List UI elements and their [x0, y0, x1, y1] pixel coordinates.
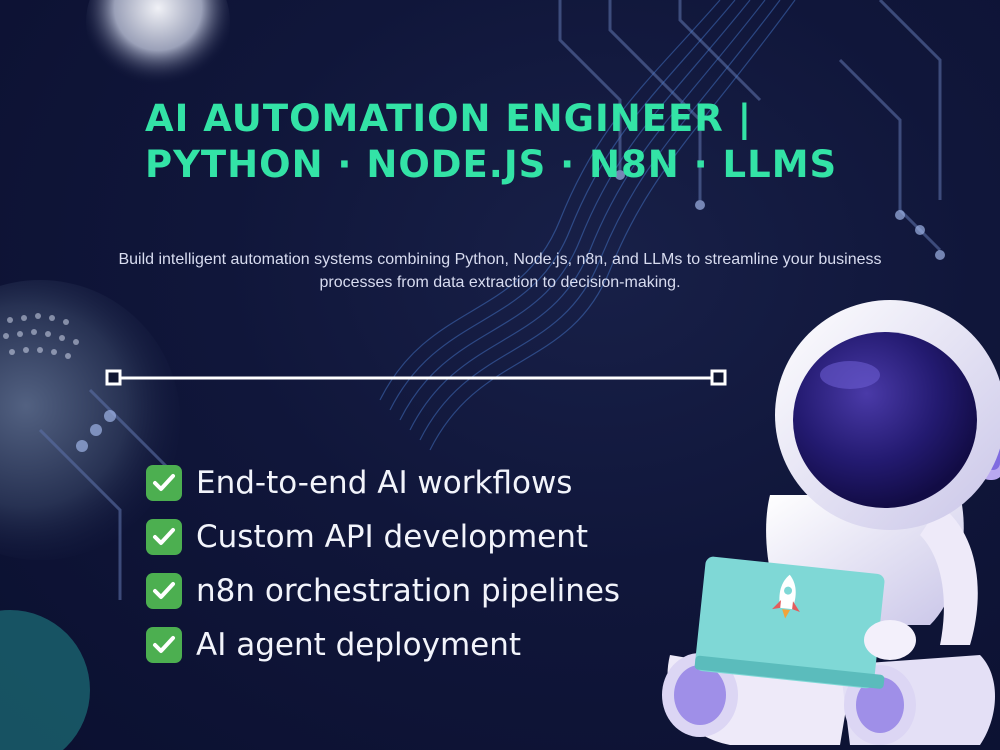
feature-item: Custom API development [146, 510, 620, 564]
check-mark-button-icon [146, 519, 182, 555]
check-mark-button-icon [146, 573, 182, 609]
glove-left [864, 620, 916, 660]
headline-line-2: PYTHON · NODE.JS · N8N · LLMS [145, 143, 838, 186]
feature-label: n8n orchestration pipelines [196, 573, 621, 609]
headline: AI AUTOMATION ENGINEER | PYTHON · NODE.J… [145, 96, 905, 188]
feature-label: End-to-end AI workflows [196, 465, 573, 501]
teal-sphere [0, 610, 90, 750]
headline-line-1: AI AUTOMATION ENGINEER | [145, 97, 753, 140]
suit-arm-right [920, 505, 978, 645]
globe-dots [3, 313, 79, 359]
laptop [694, 556, 885, 689]
helmet-visor [793, 332, 977, 508]
feature-list: End-to-end AI workflows Custom API devel… [146, 456, 620, 672]
globe-shape [0, 280, 180, 560]
check-mark-button-icon [146, 465, 182, 501]
wave-lines [379, 0, 796, 451]
feature-label: Custom API development [196, 519, 589, 555]
check-mark-button-icon [146, 627, 182, 663]
circuit-dots [76, 170, 945, 452]
divider-line [105, 369, 727, 386]
feature-label: AI agent deployment [196, 627, 522, 663]
circuit-traces [38, 0, 942, 600]
feature-item: End-to-end AI workflows [146, 456, 620, 510]
rocket-icon [772, 574, 800, 619]
feature-item: n8n orchestration pipelines [146, 564, 620, 618]
moon-shape [86, 0, 230, 92]
feature-item: AI agent deployment [146, 618, 620, 672]
subtitle: Build intelligent automation systems com… [118, 251, 882, 291]
astronaut-illustration [662, 300, 1000, 745]
